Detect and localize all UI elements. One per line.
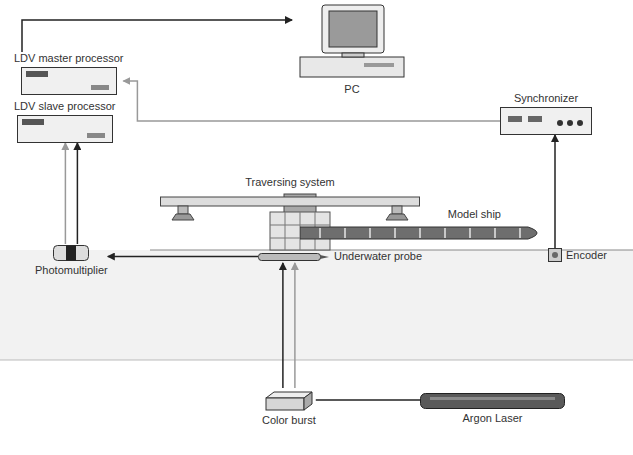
traversing-beam — [160, 191, 420, 221]
equipment-picture — [21, 67, 117, 95]
traversing-system: Traversing system — [160, 176, 420, 221]
signal-line — [282, 263, 284, 388]
equipment-picture — [17, 115, 113, 143]
equipment-label: Argon Laser — [463, 412, 523, 425]
equipment-picture — [160, 191, 420, 221]
processor-unit — [17, 115, 113, 143]
equipment-label: LDV master processor — [14, 52, 123, 65]
encoder: Encoder — [548, 248, 607, 262]
probe-icon — [258, 252, 330, 262]
photomultiplier: Photomultiplier — [35, 244, 108, 277]
equipment-picture — [292, 3, 412, 81]
computer: PC — [292, 3, 412, 96]
towing-tank-water — [0, 250, 633, 360]
equipment-label: Color burst — [262, 414, 316, 427]
model-ship: Model ship — [300, 208, 546, 243]
photomultiplier-icon — [51, 244, 91, 262]
signal-line — [554, 135, 556, 248]
equipment-picture — [500, 107, 592, 135]
computer-icon — [292, 3, 412, 81]
processor-box: LDV master processor — [14, 52, 123, 95]
equipment-label: Underwater probe — [334, 250, 422, 263]
color-burst-icon — [264, 388, 314, 412]
signal-line — [22, 20, 292, 52]
equipment-label: Encoder — [566, 249, 607, 262]
equipment-picture — [51, 244, 91, 262]
signal-line — [316, 399, 420, 401]
equipment-label: PC — [344, 83, 359, 96]
equipment-label: LDV slave processor — [14, 100, 116, 113]
signal-line — [65, 143, 67, 244]
equipment-label: Synchronizer — [514, 92, 578, 105]
equipment-picture — [548, 248, 562, 262]
argon-laser-icon — [420, 392, 565, 410]
processor-box: LDV slave processor — [14, 100, 116, 143]
signal-line — [77, 143, 79, 244]
underwater-probe: Underwater probe — [258, 250, 422, 263]
synchronizer-unit — [500, 107, 592, 135]
argon-laser: Argon Laser — [420, 392, 565, 425]
synchronizer-box: Synchronizer — [500, 92, 592, 135]
encoder-icon — [548, 248, 562, 262]
equipment-label: Traversing system — [245, 176, 334, 189]
tank-bottom — [0, 360, 633, 361]
equipment-picture — [264, 388, 314, 412]
processor-unit — [21, 67, 117, 95]
signal-line — [294, 263, 296, 388]
signal-line — [123, 81, 500, 121]
equipment-picture — [300, 223, 546, 243]
equipment-picture — [420, 392, 565, 410]
signal-line — [108, 256, 258, 258]
equipment-picture — [258, 252, 330, 262]
model-ship-hull — [300, 223, 546, 243]
color-burst: Color burst — [262, 388, 316, 427]
equipment-label: Model ship — [448, 208, 501, 221]
equipment-label: Photomultiplier — [35, 264, 108, 277]
